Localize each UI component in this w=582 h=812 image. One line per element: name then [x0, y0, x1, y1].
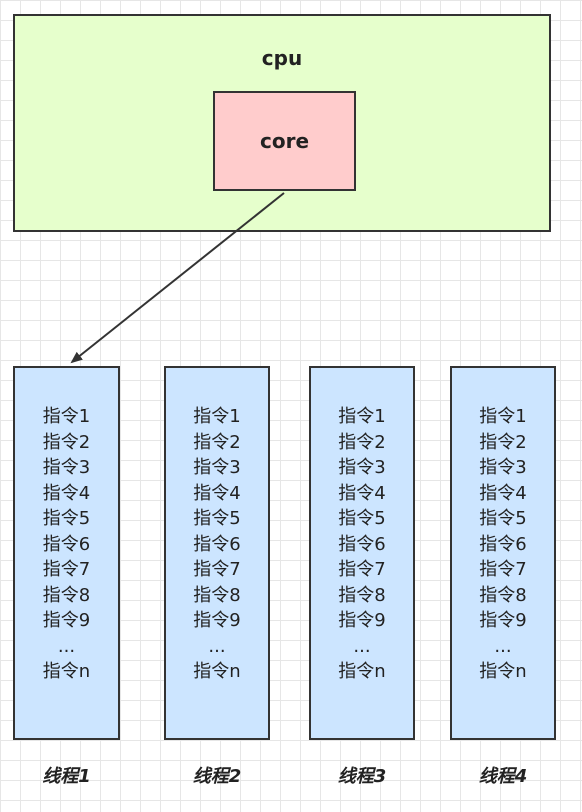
instruction: 指令6	[338, 533, 386, 555]
instruction: 指令3	[479, 457, 527, 478]
instruction: 指令3	[338, 457, 386, 478]
instruction: 指令9	[193, 610, 241, 631]
core-label: core	[259, 129, 310, 153]
thread-box-3: 指令1 指令2 指令3 指令4 指令5 指令6 指令7 指令8 指令9 ... …	[309, 366, 415, 740]
instruction: 指令1	[338, 406, 386, 427]
thread-box-2: 指令1 指令2 指令3 指令4 指令5 指令6 指令7 指令8 指令9 ... …	[164, 366, 270, 740]
instruction: 指令5	[479, 508, 527, 529]
core-box: core	[213, 91, 356, 191]
thread-label-4: 线程4	[478, 766, 528, 787]
instruction: 指令4	[479, 482, 527, 504]
instruction: 指令1	[479, 406, 527, 427]
instruction: 指令n	[338, 661, 386, 682]
instruction: 指令5	[42, 508, 91, 529]
instruction: 指令1	[193, 406, 241, 427]
instruction: ...	[353, 635, 371, 657]
instruction: 指令6	[479, 533, 527, 555]
instruction: ...	[57, 635, 76, 657]
instruction: 指令n	[42, 661, 91, 682]
thread-label-1: 线程1	[42, 766, 91, 787]
instruction: 指令4	[338, 482, 386, 504]
instruction: 指令9	[42, 610, 91, 631]
instruction: 指令8	[338, 584, 386, 606]
instruction: 指令6	[193, 533, 241, 555]
instruction: ...	[208, 635, 226, 657]
instruction: 指令3	[193, 457, 241, 478]
thread-box-1: 指令1 指令2 指令3 指令4 指令5 指令6 指令7 指令8 指令9 ... …	[13, 366, 120, 740]
instruction: 指令3	[42, 457, 91, 478]
instruction: 指令n	[479, 661, 527, 682]
instruction: 指令4	[193, 482, 241, 504]
instruction: 指令7	[479, 559, 527, 580]
instruction: 指令9	[479, 610, 527, 631]
instruction: 指令8	[193, 584, 241, 606]
instruction: 指令7	[193, 559, 241, 580]
instruction: 指令1	[42, 406, 91, 427]
instruction: ...	[494, 635, 512, 657]
instruction: 指令8	[479, 584, 527, 606]
instruction: 指令2	[338, 431, 386, 453]
instruction: 指令5	[193, 508, 241, 529]
instruction: 指令4	[42, 482, 91, 504]
cpu-label: cpu	[261, 46, 303, 70]
instruction: 指令7	[42, 559, 91, 580]
thread-label-3: 线程3	[337, 766, 387, 787]
instruction: 指令6	[42, 533, 91, 555]
instruction: 指令2	[42, 431, 91, 453]
thread-box-4: 指令1 指令2 指令3 指令4 指令5 指令6 指令7 指令8 指令9 ... …	[450, 366, 556, 740]
instruction: 指令8	[42, 584, 91, 606]
thread-label-2: 线程2	[192, 766, 242, 787]
instruction: 指令2	[479, 431, 527, 453]
instruction: 指令5	[338, 508, 386, 529]
instruction: 指令n	[193, 661, 241, 682]
instruction: 指令2	[193, 431, 241, 453]
instruction: 指令9	[338, 610, 386, 631]
instruction: 指令7	[338, 559, 386, 580]
